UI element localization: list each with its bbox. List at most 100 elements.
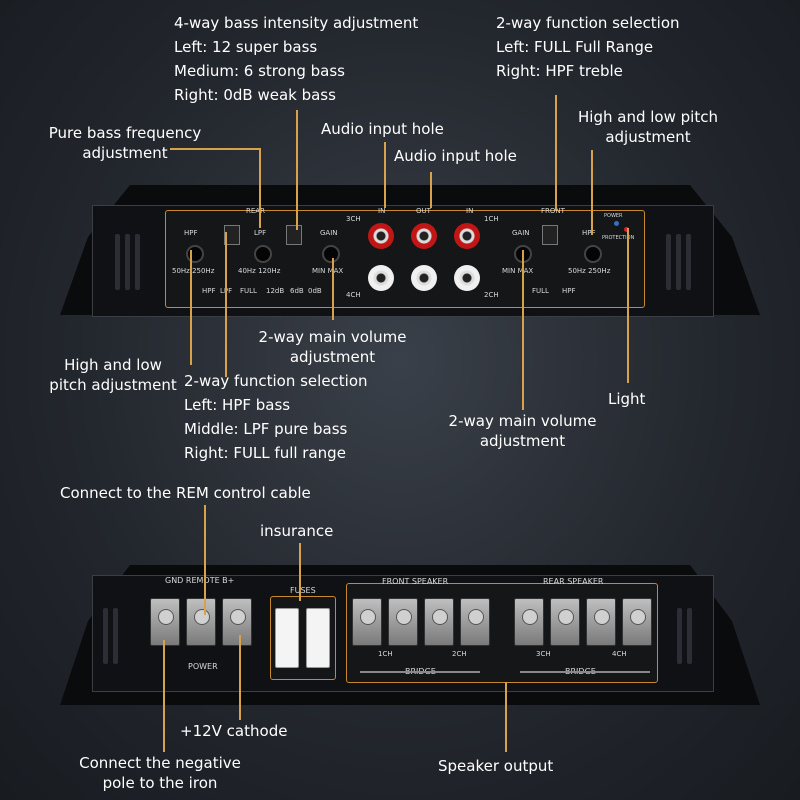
gain-right-label: GAIN bbox=[512, 229, 530, 237]
protection-led bbox=[624, 227, 629, 232]
hpf-left-knob[interactable] bbox=[186, 245, 204, 263]
speaker-terminal[interactable] bbox=[388, 598, 418, 646]
bass-0-label: 0dB bbox=[308, 287, 322, 295]
callout-line bbox=[190, 250, 192, 365]
vent bbox=[115, 234, 120, 290]
bass-switch[interactable] bbox=[286, 225, 302, 245]
hpf-right-label: HPF bbox=[582, 229, 596, 237]
fuse-2[interactable] bbox=[306, 608, 330, 668]
function-switch-left[interactable] bbox=[224, 225, 240, 245]
speaker-terminal[interactable] bbox=[622, 598, 652, 646]
callout-line bbox=[296, 110, 298, 230]
callout-line bbox=[204, 505, 206, 615]
audio-input-callout-2: Audio input hole bbox=[394, 147, 517, 165]
fuse-1[interactable] bbox=[275, 608, 299, 668]
power-led bbox=[614, 221, 619, 226]
callout-line bbox=[332, 258, 334, 320]
hpf-right-range: 50Hz 250Hz bbox=[568, 267, 611, 275]
gain-right-range: MIN MAX bbox=[502, 267, 534, 275]
vent bbox=[125, 234, 130, 290]
hpf-right-sw-label: HPF bbox=[562, 287, 576, 295]
bass-12-label: 12dB bbox=[266, 287, 285, 295]
ch4-label: 4CH bbox=[346, 291, 361, 299]
lpf-label: LPF bbox=[254, 229, 267, 237]
vent bbox=[113, 608, 118, 664]
rear-label: REAR bbox=[246, 207, 265, 215]
in-right-label: IN bbox=[466, 207, 474, 215]
speaker-terminal[interactable] bbox=[514, 598, 544, 646]
vent bbox=[666, 234, 671, 290]
front-speaker-label: FRONT SPEAKER bbox=[382, 577, 449, 586]
callout-line bbox=[170, 148, 260, 150]
lpf-range: 40Hz 120Hz bbox=[238, 267, 281, 275]
cathode-callout: +12V cathode bbox=[180, 722, 288, 740]
bplus-terminal[interactable] bbox=[222, 598, 252, 646]
callout-line bbox=[627, 228, 629, 383]
speaker-terminal[interactable] bbox=[460, 598, 490, 646]
vent bbox=[686, 234, 691, 290]
protection-led-label: PROTECTION bbox=[602, 235, 635, 241]
vent bbox=[676, 234, 681, 290]
vent bbox=[135, 234, 140, 290]
callout-line bbox=[505, 682, 507, 752]
rca-out-red[interactable] bbox=[411, 223, 437, 249]
rca-4ch[interactable] bbox=[368, 265, 394, 291]
audio-input-callout-1: Audio input hole bbox=[321, 120, 444, 138]
light-callout: Light bbox=[608, 390, 646, 408]
speaker-terminal[interactable] bbox=[424, 598, 454, 646]
vent bbox=[687, 608, 692, 664]
front-label: FRONT bbox=[541, 207, 565, 215]
rca-3ch[interactable] bbox=[368, 223, 394, 249]
callout-line bbox=[225, 232, 227, 377]
full-right-label: FULL bbox=[532, 287, 549, 295]
gain-left-label: GAIN bbox=[320, 229, 338, 237]
rca-1ch[interactable] bbox=[454, 223, 480, 249]
power-led-label: POWER bbox=[604, 213, 623, 219]
hpf-left-range: 50Hz 250Hz bbox=[172, 267, 215, 275]
gnd-terminal[interactable] bbox=[150, 598, 180, 646]
power-label: POWER bbox=[188, 662, 218, 671]
ch3-label: 3CH bbox=[346, 215, 361, 223]
insurance-callout: insurance bbox=[260, 522, 334, 540]
callout-line bbox=[555, 95, 557, 210]
ch1-bottom-label: 1CH bbox=[378, 650, 393, 658]
remote-terminal[interactable] bbox=[186, 598, 216, 646]
bridge-1-line bbox=[360, 671, 480, 673]
bass-6-label: 6dB bbox=[290, 287, 304, 295]
rca-2ch[interactable] bbox=[454, 265, 480, 291]
out-label: OUT bbox=[416, 207, 431, 215]
vent bbox=[677, 608, 682, 664]
speaker-terminal[interactable] bbox=[550, 598, 580, 646]
speaker-terminal[interactable] bbox=[586, 598, 616, 646]
speaker-output-callout: Speaker output bbox=[438, 757, 554, 775]
lpf-knob[interactable] bbox=[254, 245, 272, 263]
ch2-label: 2CH bbox=[484, 291, 499, 299]
speaker-terminal[interactable] bbox=[352, 598, 382, 646]
callout-line bbox=[430, 172, 432, 208]
callout-line bbox=[239, 635, 241, 720]
callout-line bbox=[384, 142, 386, 208]
rca-out-white[interactable] bbox=[411, 265, 437, 291]
hpf-right-knob[interactable] bbox=[584, 245, 602, 263]
fuses-label: FUSES bbox=[290, 586, 316, 595]
gain-left-knob[interactable] bbox=[322, 245, 340, 263]
callout-line bbox=[522, 250, 524, 410]
vent bbox=[103, 608, 108, 664]
full-sw-label: FULL bbox=[240, 287, 257, 295]
callout-line bbox=[591, 150, 593, 235]
ch4-bottom-label: 4CH bbox=[612, 650, 627, 658]
in-left-label: IN bbox=[378, 207, 386, 215]
hpf-sw-label: HPF bbox=[202, 287, 216, 295]
callout-line bbox=[163, 640, 165, 752]
ch3-bottom-label: 3CH bbox=[536, 650, 551, 658]
function-switch-right[interactable] bbox=[542, 225, 558, 245]
bridge-2-line bbox=[520, 671, 650, 673]
